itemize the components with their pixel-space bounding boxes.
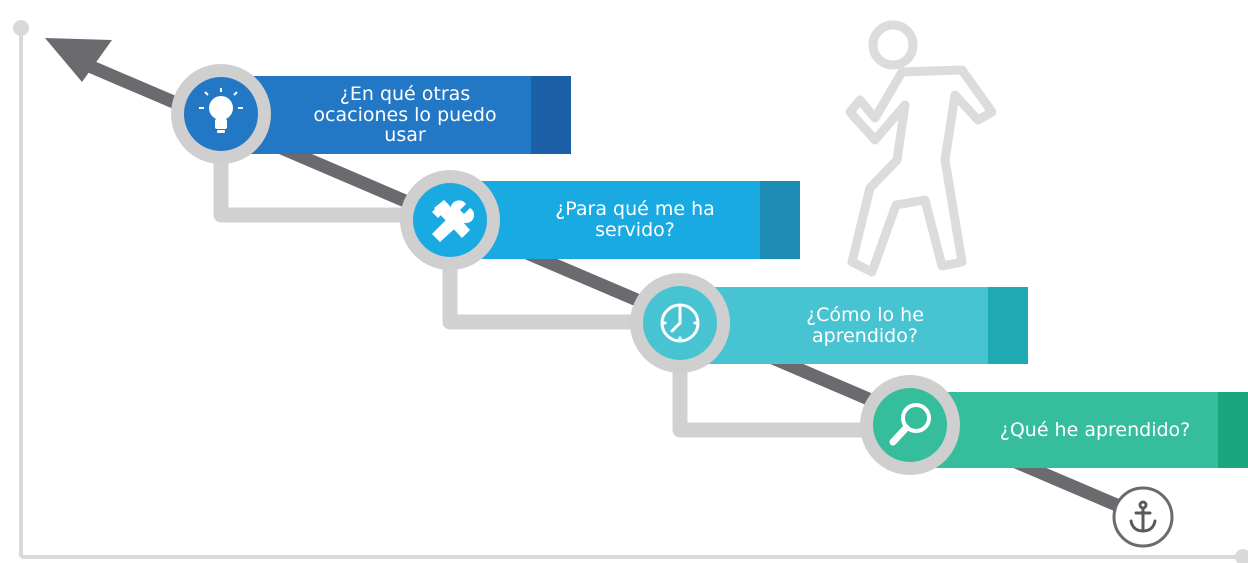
step-banner-4 <box>237 76 571 154</box>
magnifier-icon <box>889 403 931 446</box>
step-connectors <box>213 150 862 438</box>
step-banner-1 <box>930 392 1248 468</box>
step-circle-1 <box>860 375 960 475</box>
step-banner-2 <box>700 287 1028 364</box>
step-label-1: ¿Qué he aprendido? <box>999 418 1191 441</box>
lightbulb-icon <box>199 88 243 133</box>
step-label-3: ¿Para qué me ha servido? <box>555 198 715 241</box>
anchor-icon <box>1112 486 1174 548</box>
climbing-person-icon <box>845 20 997 277</box>
step-banner-3 <box>470 181 800 259</box>
axis-frame <box>13 20 1248 563</box>
step-label-4: ¿En qué otras ocaciones lo puedo usar <box>313 82 497 147</box>
tools-icon <box>432 200 475 242</box>
clock-icon <box>660 303 700 343</box>
step-label-2: ¿Cómo lo he aprendido? <box>806 303 924 347</box>
